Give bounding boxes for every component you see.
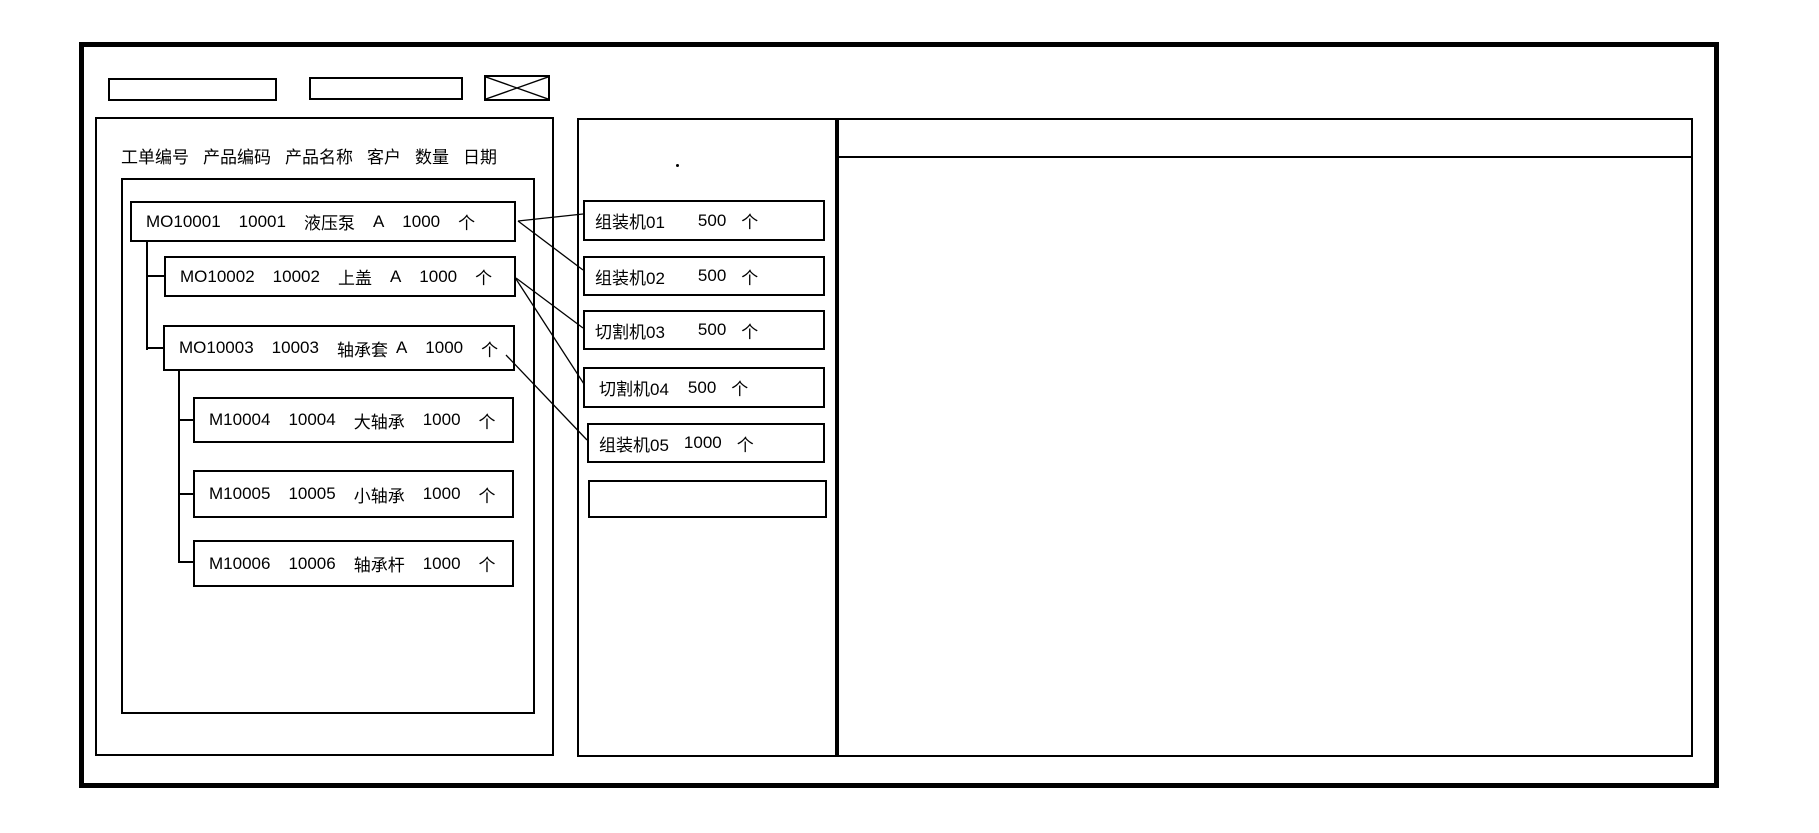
order-customer: A [389,266,402,286]
order-product-name: 上盖 [337,269,372,288]
column-label-date: 日期 [463,148,497,167]
tree-connector [178,419,193,421]
machine-qty: 1000 [683,433,722,452]
order-id: MO10003 [179,338,254,357]
toolbar-input-1[interactable] [108,78,277,101]
toolbar-input-2[interactable] [309,77,463,100]
schedule-panel [837,118,1693,757]
order-code: 10004 [288,410,336,429]
order-product-name: 大轴承 [353,412,405,432]
order-unit: 个 [481,340,499,360]
tree-connector [146,347,163,349]
machine-name: 切割机04 [599,380,669,399]
column-label-product-code: 产品编码 [203,148,271,167]
tree-connector [178,371,180,563]
order-customer: A [372,211,385,231]
order-card-m10004[interactable]: M10004 10004 大轴承 1000 个 [193,397,514,443]
order-card-mo10003[interactable]: MO10003 10003 轴承套 A 1000 个 [163,325,515,371]
order-unit: 个 [458,214,476,233]
order-code: 10002 [272,266,320,286]
work-order-header: 工单编号 产品编码 产品名称 客户 数量 日期 [121,143,497,168]
order-id: M10006 [209,553,271,573]
order-code: 10006 [288,553,336,573]
tree-connector [146,242,148,350]
order-code: 10003 [271,338,319,357]
order-product-name: 液压泵 [303,214,355,233]
order-qty: 1000 [402,211,441,231]
machine-unit: 个 [741,213,759,232]
machine-card-03[interactable]: 切割机03 500 个 [583,310,825,350]
order-card-m10006[interactable]: M10006 10006 轴承杆 1000 个 [193,540,514,587]
order-qty: 1000 [425,338,464,357]
order-product-name: 小轴承 [353,486,405,506]
machine-name: 切割机03 [595,322,665,342]
machine-name: 组装机05 [599,435,669,455]
order-id: M10005 [209,484,271,503]
machine-unit: 个 [736,435,754,455]
tree-connector [146,275,164,277]
schedule-header-divider [838,156,1692,158]
machine-card-01[interactable]: 组装机01 500 个 [583,200,825,241]
machine-card-04[interactable]: 切割机04 500 个 [583,367,825,408]
machine-unit: 个 [731,380,749,399]
order-id: MO10002 [180,266,255,286]
x-cross-icon [486,77,548,99]
order-qty: 1000 [422,484,461,503]
order-card-m10005[interactable]: M10005 10005 小轴承 1000 个 [193,470,514,518]
order-id: MO10001 [146,211,221,231]
column-label-customer: 客户 [367,148,401,167]
machine-card-02[interactable]: 组装机02 500 个 [583,256,825,296]
machine-qty: 500 [687,377,717,397]
order-unit: 个 [478,556,496,575]
tree-connector [178,493,193,495]
column-label-product-name: 产品名称 [285,148,353,167]
order-qty: 1000 [419,266,458,286]
order-card-mo10002[interactable]: MO10002 10002 上盖 A 1000 个 [164,256,516,297]
tree-connector [178,561,193,563]
order-code: 10005 [288,484,336,503]
machine-unit: 个 [741,322,759,342]
order-unit: 个 [478,486,496,506]
column-label-qty: 数量 [415,148,449,167]
machine-name: 组装机02 [595,268,665,288]
machine-card-05[interactable]: 组装机05 1000 个 [587,423,825,463]
machine-card-empty[interactable] [588,480,827,518]
order-unit: 个 [478,412,496,432]
order-qty: 1000 [422,410,461,429]
order-code: 10001 [238,211,286,231]
order-unit: 个 [475,269,493,288]
order-product-name: 轴承杆 [353,556,405,575]
column-label-order-no: 工单编号 [121,148,189,167]
machine-unit: 个 [741,268,759,288]
close-placeholder-button[interactable] [484,75,550,101]
order-product-name: 轴承套 [336,340,388,360]
machine-qty: 500 [697,266,727,285]
order-qty: 1000 [422,553,461,573]
machine-qty: 500 [697,320,727,339]
machine-qty: 500 [697,210,727,230]
order-id: M10004 [209,410,271,429]
order-customer: A [395,338,408,357]
machine-name: 组装机01 [595,213,665,232]
stray-dot [676,164,679,167]
order-card-mo10001[interactable]: MO10001 10001 液压泵 A 1000 个 [130,201,516,242]
